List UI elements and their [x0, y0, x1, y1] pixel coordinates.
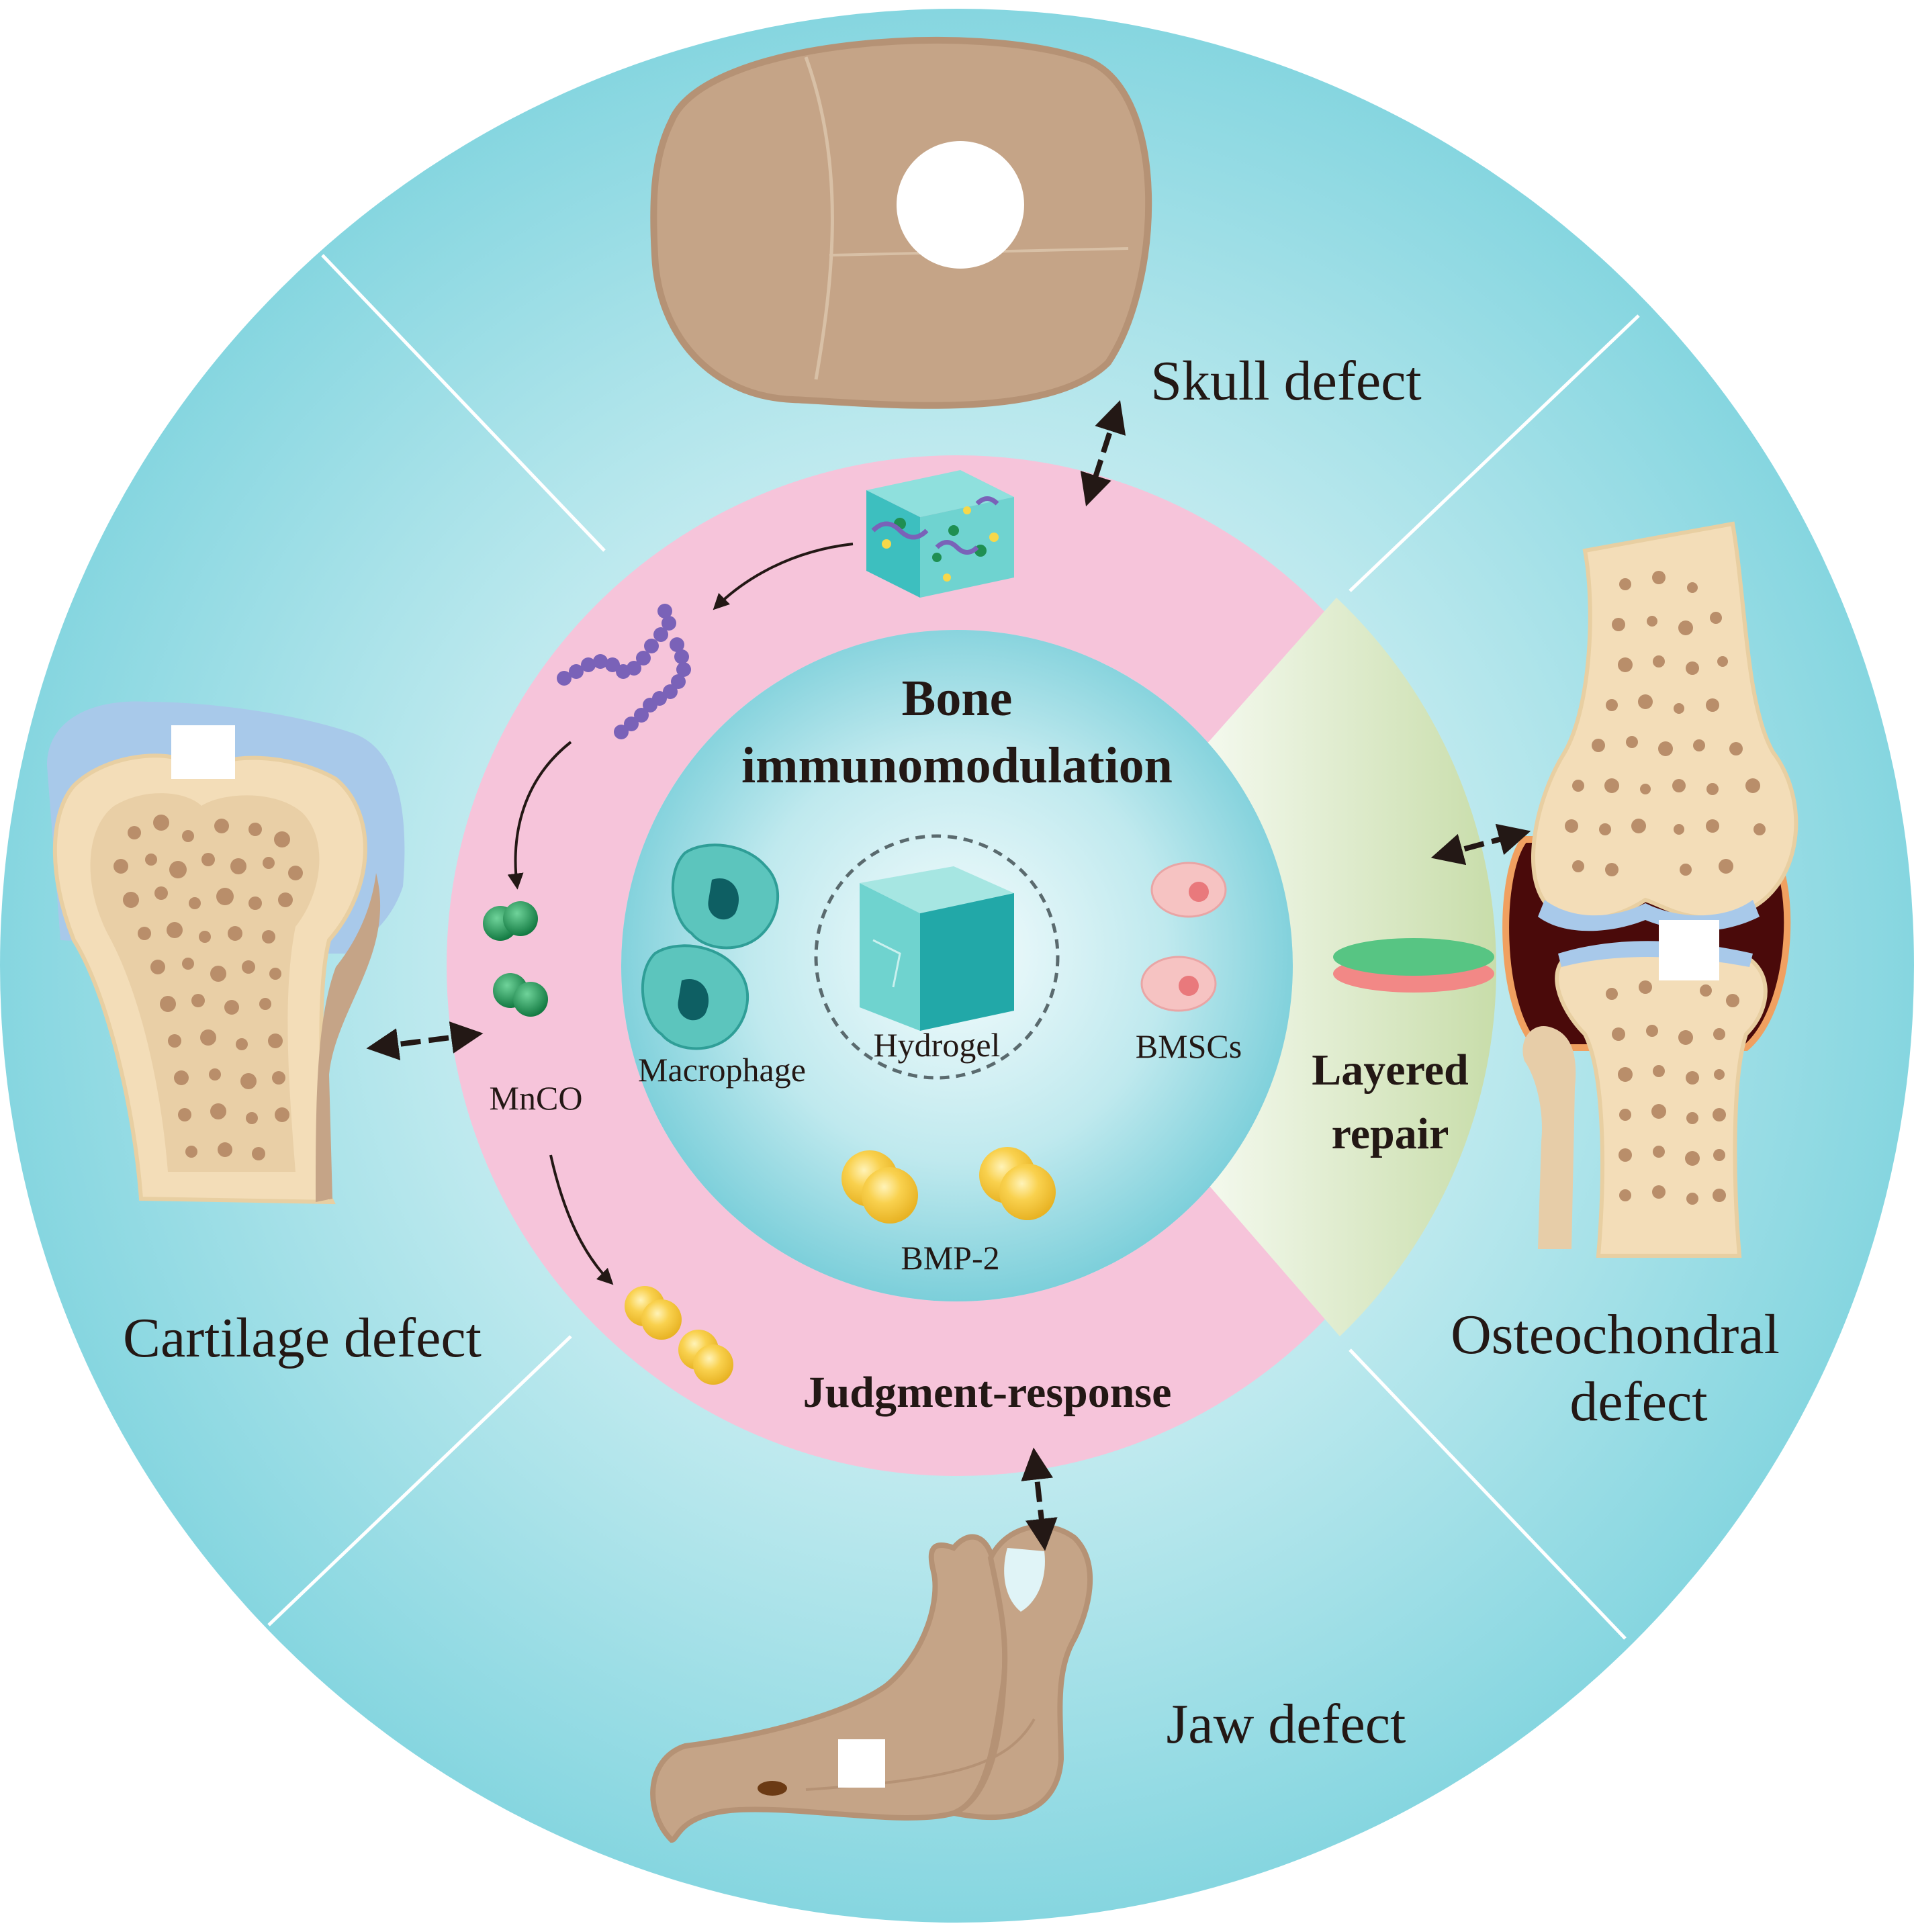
- cartilage-illustration: [47, 701, 405, 1205]
- polymer-chains: [557, 604, 691, 739]
- skull-illustration: [650, 37, 1152, 409]
- judgment-response-label: Judgment-response: [803, 1368, 1172, 1417]
- bmsc-cells: [1140, 862, 1227, 1012]
- bmp2-label: BMP-2: [901, 1239, 999, 1277]
- mnco-label: MnCO: [490, 1079, 583, 1117]
- bmp2-spheres: [841, 1147, 1056, 1224]
- double-arrows: [366, 400, 1531, 1551]
- skull-defect-hole: [897, 141, 1024, 269]
- skull-defect-label: Skull defect: [1150, 350, 1422, 412]
- osteochondral-defect-square: [1659, 920, 1719, 980]
- jaw-defect-square: [838, 1739, 885, 1788]
- osteochondral-defect-label-line2: defect: [1569, 1371, 1707, 1433]
- mnco-particles: [483, 901, 548, 1017]
- layered-repair-label-line2: repair: [1332, 1109, 1449, 1158]
- macrophage-label: Macrophage: [638, 1051, 806, 1089]
- knee-illustration: [1502, 521, 1798, 1258]
- ring-flow-arrows: [507, 543, 854, 1285]
- spongy-bone-pattern-left: [113, 815, 303, 1160]
- bmp2-particles-ring: [625, 1286, 733, 1385]
- hydrogel-cube-large: [860, 866, 1014, 1031]
- osteochondral-defect-label-line1: Osteochondral: [1451, 1303, 1780, 1366]
- macrophage-cells: [641, 843, 780, 1050]
- hydrogel-label: Hydrogel: [874, 1026, 1001, 1064]
- hydrogel-dashed-circle: [814, 834, 1060, 1080]
- layered-scaffold-icon: [1333, 938, 1494, 993]
- hydrogel-cube-small: [866, 470, 1014, 598]
- layered-repair-label-line1: Layered: [1312, 1046, 1468, 1095]
- center-title-line1: Bone: [902, 670, 1013, 727]
- spongy-bone-pattern-knee: [1565, 571, 1766, 1205]
- jaw-defect-label: Jaw defect: [1167, 1693, 1406, 1755]
- jaw-illustration: [650, 1524, 1093, 1843]
- bmscs-label: BMSCs: [1136, 1027, 1242, 1065]
- cartilage-defect-label: Cartilage defect: [123, 1307, 482, 1369]
- center-title-line2: immunomodulation: [741, 737, 1173, 794]
- cartilage-defect-square: [171, 725, 235, 779]
- quadrant-dividers: [267, 254, 1640, 1640]
